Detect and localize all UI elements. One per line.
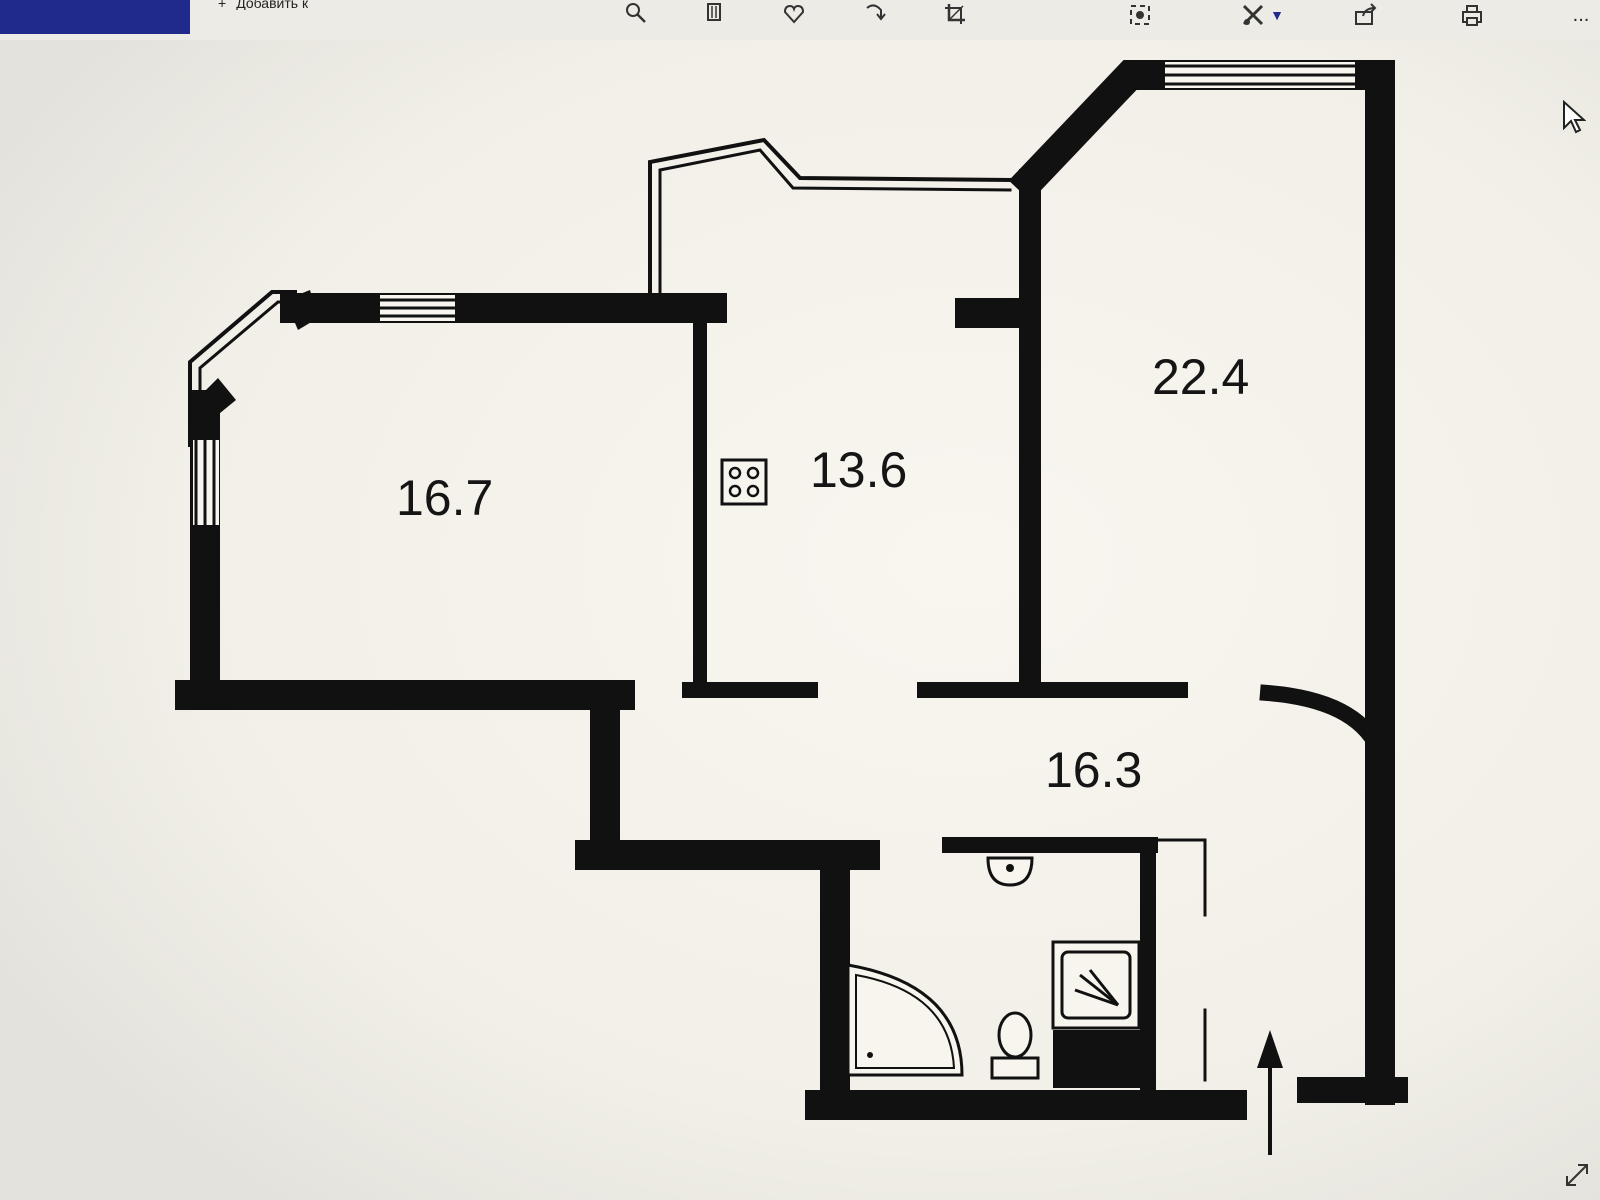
add-to-label: Добавить к — [236, 0, 309, 10]
focus-icon[interactable] — [1124, 0, 1156, 30]
bathroom-walls — [805, 837, 1247, 1120]
delete-icon[interactable] — [698, 0, 730, 30]
edit-tools-icon[interactable]: ▼ — [1232, 0, 1292, 30]
mouse-cursor-icon — [1563, 100, 1586, 134]
chevron-down-icon: ▼ — [1270, 7, 1284, 23]
arrow-up-icon — [1257, 1030, 1283, 1155]
right-room-window — [1163, 62, 1357, 88]
sink-icon — [986, 856, 1034, 887]
room-area-label: 16.7 — [396, 470, 494, 526]
left-room-walls — [175, 293, 727, 710]
zoom-icon[interactable] — [620, 0, 652, 30]
room-area-label: 16.3 — [1045, 742, 1143, 798]
left-room-window-side — [193, 438, 219, 527]
toilet-icon — [990, 1011, 1040, 1080]
viewer-toolbar: + Добавить к ▼ ... — [0, 0, 1600, 40]
paper-background — [0, 40, 1600, 1200]
stove-icon — [720, 458, 768, 506]
room-area-label: 13.6 — [810, 442, 908, 498]
plus-icon: + — [218, 0, 227, 10]
share-icon[interactable] — [1350, 0, 1382, 30]
rotate-icon[interactable] — [858, 0, 890, 30]
kitchen-walls — [648, 137, 1188, 698]
shower-corner-icon — [846, 963, 964, 1077]
washing-machine-icon — [1051, 940, 1143, 1088]
more-icon[interactable]: ... — [1566, 0, 1596, 30]
add-to-button[interactable]: + Добавить к — [218, 0, 308, 10]
favorite-icon[interactable] — [778, 0, 810, 30]
expand-icon[interactable] — [1562, 1160, 1592, 1190]
room-area-label: 22.4 — [1152, 349, 1250, 405]
left-room-window-top — [378, 295, 457, 321]
primary-action-button[interactable] — [0, 0, 190, 34]
more-glyph: ... — [1572, 3, 1590, 26]
left-bay-window — [188, 290, 318, 447]
hallway-walls — [575, 680, 1389, 870]
crop-icon[interactable] — [940, 0, 972, 30]
print-icon[interactable] — [1456, 0, 1488, 30]
